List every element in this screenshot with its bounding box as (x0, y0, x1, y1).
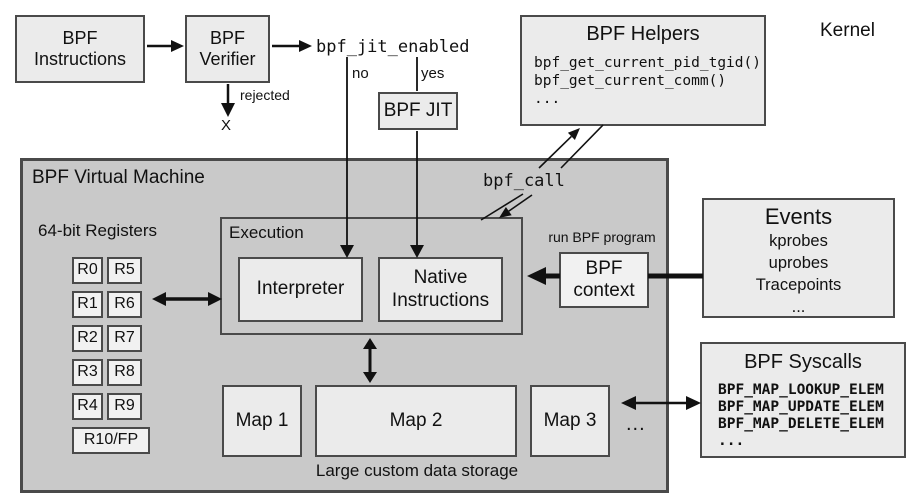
bpf-call-label: bpf_call (483, 171, 565, 191)
syscall-function: ... (718, 433, 745, 449)
arrow-instructions-to-verifier (147, 40, 184, 52)
event-item: Tracepoints (755, 276, 842, 294)
helper-function: ... (534, 91, 561, 107)
bpf-context-label: BPF context (573, 257, 635, 301)
registers-title: 64-bit Registers (38, 221, 158, 240)
rejected-label: rejected (240, 87, 290, 103)
kernel-label: Kernel (820, 20, 875, 41)
register-r7: R7 (107, 325, 142, 352)
helper-function: bpf_get_current_comm() (534, 73, 727, 89)
execution-title: Execution (229, 223, 304, 242)
bpf-helpers-title: BPF Helpers (586, 23, 700, 45)
events-items: kprobes uprobes Tracepoints ... (704, 230, 893, 318)
event-item: uprobes (768, 254, 829, 272)
bpf-syscalls-box: BPF Syscalls BPF_MAP_LOOKUP_ELEM BPF_MAP… (700, 342, 906, 458)
interpreter-box: Interpreter (238, 257, 363, 322)
events-title: Events (764, 204, 833, 229)
register-r2: R2 (72, 325, 103, 352)
bpf-virtual-machine-title: BPF Virtual Machine (32, 167, 205, 188)
interpreter-label: Interpreter (256, 278, 345, 300)
map1-label: Map 1 (235, 409, 289, 431)
register-r0: R0 (72, 257, 103, 284)
run-bpf-program-label: run BPF program (548, 229, 656, 245)
branch-yes-label: yes (421, 65, 445, 82)
register-r1: R1 (72, 291, 103, 318)
bpf-helpers-functions: bpf_get_current_pid_tgid() bpf_get_curre… (534, 54, 764, 108)
events-box: Events kprobes uprobes Tracepoints ... (702, 198, 895, 318)
bpf-instructions-label: BPF Instructions (33, 27, 127, 69)
arrow-verifier-rejected (221, 84, 235, 117)
map3-box: Map 3 (530, 385, 610, 457)
helper-function: bpf_get_current_pid_tgid() (534, 55, 761, 71)
bpf-jit-enabled-label: bpf_jit_enabled (316, 37, 470, 57)
rejected-x-mark: X (221, 117, 232, 134)
bpf-jit-box: BPF JIT (378, 92, 458, 130)
syscall-function: BPF_MAP_UPDATE_ELEM (718, 399, 884, 415)
map2-box: Map 2 (315, 385, 517, 457)
bpf-syscalls-title: BPF Syscalls (744, 351, 862, 373)
bpf-jit-label: BPF JIT (383, 99, 453, 121)
syscall-function: BPF_MAP_DELETE_ELEM (718, 416, 884, 432)
arrow-verifier-to-jit-enabled (272, 40, 312, 52)
map1-box: Map 1 (222, 385, 302, 457)
event-item: ... (791, 298, 806, 316)
bpf-verifier-label: BPF Verifier (199, 27, 256, 69)
register-r6: R6 (107, 291, 142, 318)
register-r9: R9 (107, 393, 142, 420)
bpf-verifier-box: BPF Verifier (185, 15, 270, 83)
register-r5: R5 (107, 257, 142, 284)
bpf-instructions-box: BPF Instructions (15, 15, 145, 83)
native-instructions-box: Native Instructions (378, 257, 503, 322)
bpf-syscalls-functions: BPF_MAP_LOOKUP_ELEM BPF_MAP_UPDATE_ELEM … (718, 382, 904, 450)
register-r10-fp: R10/FP (72, 427, 150, 454)
maps-ellipsis: ... (626, 413, 646, 435)
map3-label: Map 3 (543, 409, 597, 431)
bpf-context-box: BPF context (559, 252, 649, 308)
register-r8: R8 (107, 359, 142, 386)
register-r4: R4 (72, 393, 103, 420)
register-r3: R3 (72, 359, 103, 386)
storage-caption: Large custom data storage (315, 461, 519, 480)
branch-no-label: no (352, 65, 369, 82)
native-instructions-label: Native Instructions (391, 267, 490, 311)
map2-label: Map 2 (389, 409, 443, 431)
event-item: kprobes (769, 232, 828, 250)
bpf-helpers-box: BPF Helpers bpf_get_current_pid_tgid() b… (520, 15, 766, 126)
syscall-function: BPF_MAP_LOOKUP_ELEM (718, 382, 884, 398)
